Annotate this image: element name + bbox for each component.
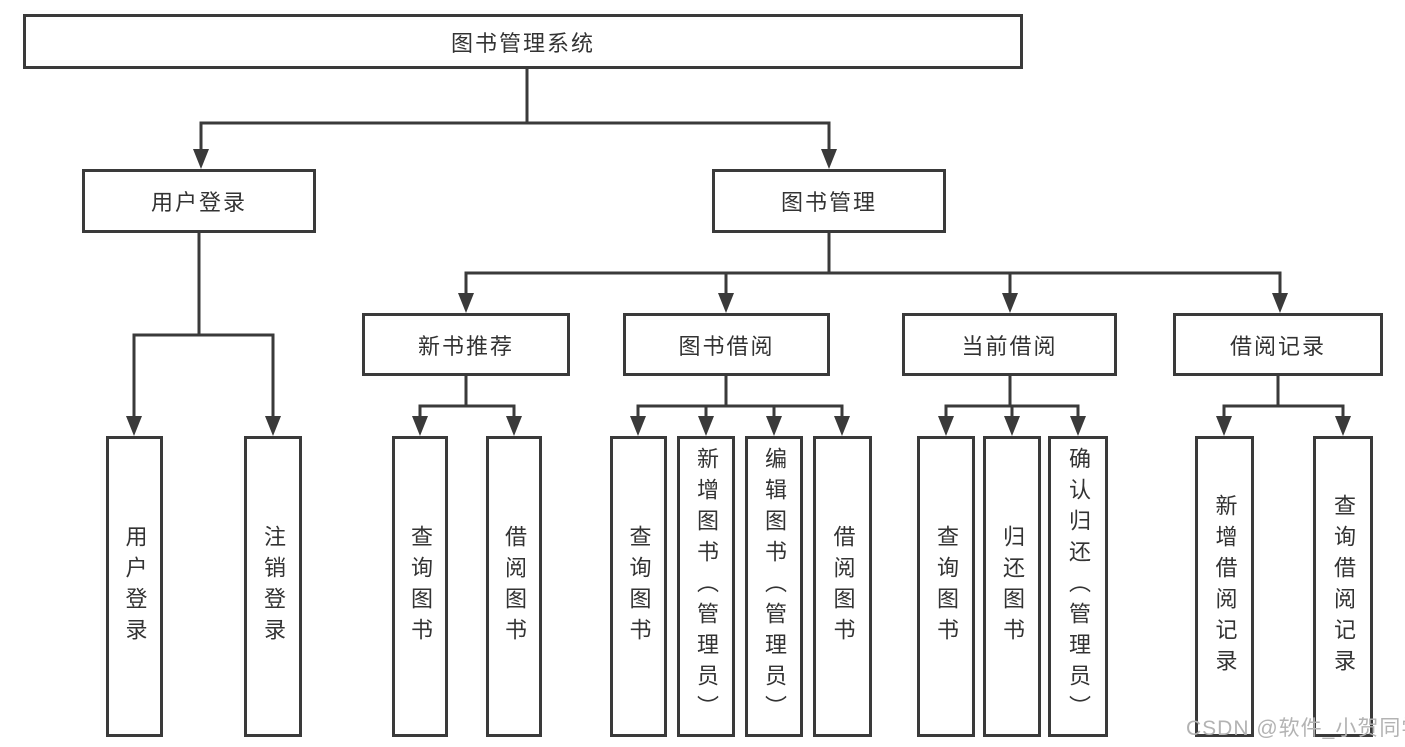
node-label: 用户登录: [122, 524, 148, 649]
node-label: 查询图书: [408, 524, 433, 649]
node-label: 图书管理系统: [450, 30, 595, 56]
node-label: 图书管理: [780, 190, 877, 215]
node-label: 注销登录: [261, 524, 286, 649]
node-label: 确认归还（管理员）: [1066, 447, 1091, 726]
leaf-borrow-books-recommend: 借阅图书: [486, 436, 542, 737]
leaf-user-login: 用户登录: [106, 436, 163, 737]
node-borrow-records: 借阅记录: [1173, 313, 1383, 376]
node-label: 归还图书: [1000, 524, 1025, 649]
node-new-book-recommend: 新书推荐: [362, 313, 570, 376]
node-label: 新增图书（管理员）: [694, 447, 719, 726]
node-book-borrow: 图书借阅: [623, 313, 830, 376]
node-label: 借阅图书: [830, 524, 856, 649]
leaf-logout: 注销登录: [244, 436, 302, 737]
node-label: 用户登录: [150, 190, 247, 215]
leaf-query-books-recommend: 查询图书: [392, 436, 448, 737]
leaf-query-books-current: 查询图书: [917, 436, 975, 737]
leaf-confirm-return-admin: 确认归还（管理员）: [1048, 436, 1108, 737]
node-label: 查询图书: [934, 524, 959, 649]
node-label: 借阅记录: [1229, 333, 1326, 359]
leaf-query-books-borrow: 查询图书: [610, 436, 667, 737]
node-user-login: 用户登录: [82, 169, 316, 233]
node-label: 查询图书: [626, 524, 652, 649]
node-label: 新书推荐: [417, 333, 514, 359]
leaf-edit-books-admin: 编辑图书（管理员）: [745, 436, 803, 737]
node-label: 图书借阅: [678, 333, 775, 359]
leaf-add-books-admin: 新增图书（管理员）: [677, 436, 735, 737]
node-book-management: 图书管理: [712, 169, 946, 233]
node-label: 编辑图书（管理员）: [762, 447, 787, 726]
node-label: 新增借阅记录: [1212, 493, 1238, 680]
node-label: 借阅图书: [502, 524, 527, 649]
leaf-return-books: 归还图书: [983, 436, 1041, 737]
node-label: 查询借阅记录: [1331, 493, 1356, 680]
csdn-watermark: CSDN @软件_小贺同学: [1186, 717, 1405, 740]
leaf-add-borrow-record: 新增借阅记录: [1195, 436, 1254, 737]
node-library-management-system: 图书管理系统: [23, 14, 1023, 69]
node-current-borrow: 当前借阅: [902, 313, 1117, 376]
node-label: 当前借阅: [961, 333, 1058, 359]
leaf-query-borrow-record: 查询借阅记录: [1313, 436, 1373, 737]
leaf-borrow-books: 借阅图书: [813, 436, 872, 737]
